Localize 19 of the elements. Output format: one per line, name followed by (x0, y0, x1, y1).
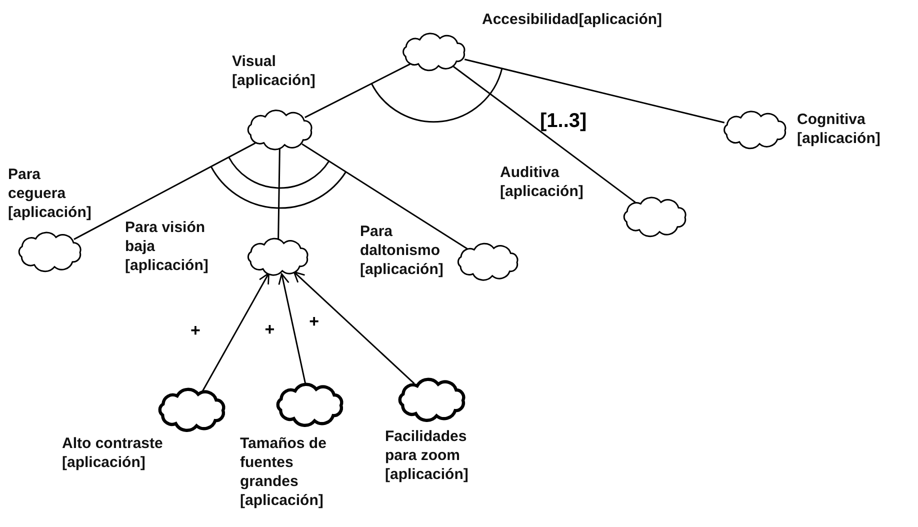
connector-line (452, 66, 636, 203)
connector-line (464, 58, 725, 124)
goal-label: Accesibilidad[aplicación] (482, 10, 662, 29)
goal-label: Tamaños de fuentes grandes [aplicación] (240, 434, 328, 510)
goal-label: Facilidades para zoom [aplicación] (385, 427, 468, 484)
connector-line (74, 142, 256, 240)
goal-label: Para visión baja [aplicación] (125, 218, 210, 275)
cardinality-label: [1..3] (540, 110, 587, 132)
goal-label: Auditiva [aplicación] (500, 163, 584, 201)
connector-line (304, 63, 410, 118)
connector-line (302, 143, 468, 250)
goal-label: Para ceguera [aplicación] (8, 165, 92, 222)
arrow (202, 272, 270, 392)
goal-label: Visual [aplicación] (232, 52, 316, 90)
connector-line (278, 148, 280, 240)
arrow (293, 271, 415, 384)
goal-label: Cognitiva [aplicación] (797, 110, 880, 148)
goal-label: Alto contraste [aplicación] (62, 434, 164, 472)
goal-label: Para daltonismo [aplicación] (360, 222, 444, 279)
